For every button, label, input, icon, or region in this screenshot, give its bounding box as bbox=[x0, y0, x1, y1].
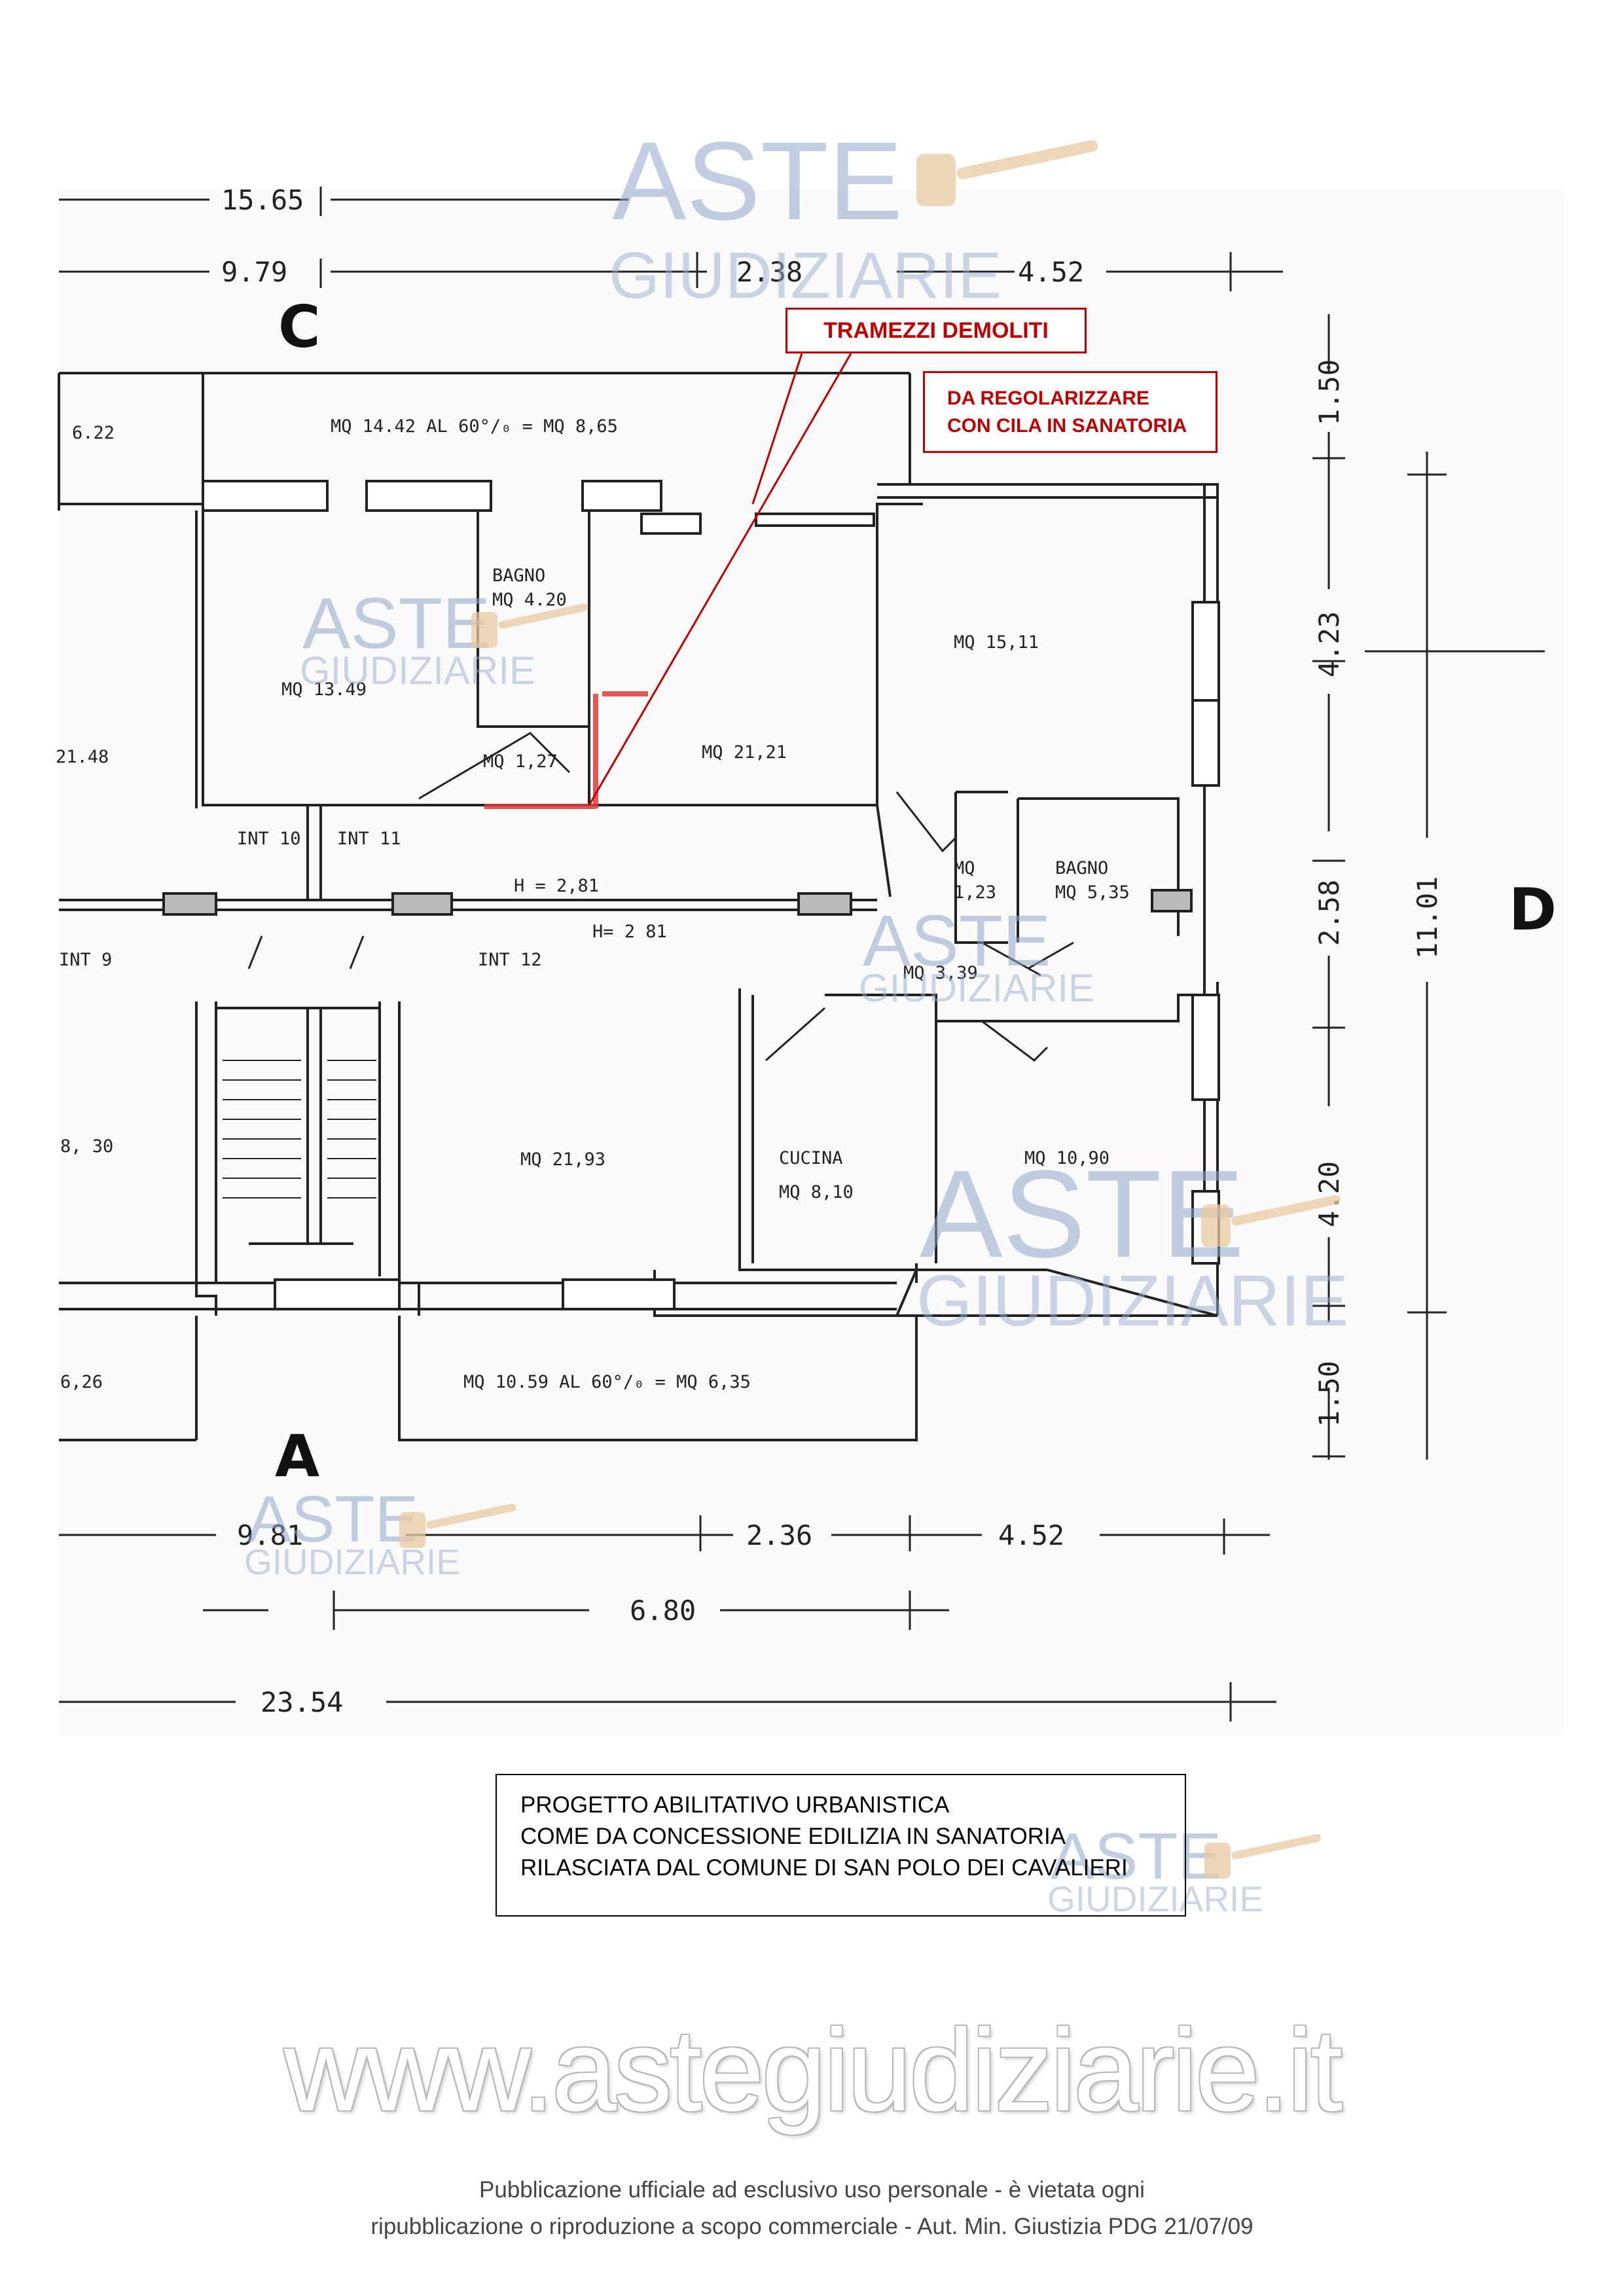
watermark-aste: ASTE bbox=[302, 583, 490, 664]
room-label: MQ 13.49 bbox=[281, 679, 367, 700]
room-label: 1,23 bbox=[954, 882, 996, 903]
door-swings bbox=[247, 732, 1074, 1062]
annotation-demolished-walls: TRAMEZZI DEMOLITI bbox=[785, 308, 1087, 353]
caption-line: PROGETTO ABILITATIVO URBANISTICA bbox=[520, 1792, 950, 1818]
watermark-giudiziarie: GIUDIZIARIE bbox=[244, 1541, 460, 1582]
room-label: MQ bbox=[954, 858, 975, 878]
room-label: MQ 4.20 bbox=[492, 590, 567, 610]
annotation-cila: DA REGOLARIZZARE CON CILA IN SANATORIA bbox=[923, 371, 1218, 453]
watermark-aste: ASTE bbox=[247, 1483, 418, 1556]
height-label: H = 2,81 bbox=[514, 876, 599, 896]
dim-bottom-span: 6.80 bbox=[630, 1595, 696, 1627]
side-letter-a: A bbox=[275, 1422, 319, 1490]
dim-right-total: 11.01 bbox=[1411, 876, 1443, 959]
unit-labels: INT 10 INT 11 INT 9 INT 12 H = 2,81 H= 2… bbox=[59, 829, 667, 970]
unit-label-int10: INT 10 bbox=[237, 829, 301, 849]
watermark-giudiziarie: GIUDIZIARIE bbox=[916, 1261, 1348, 1341]
dim-bottom-mid: 2.36 bbox=[746, 1519, 812, 1551]
room-label: MQ 8,10 bbox=[779, 1182, 854, 1202]
caption-line: COME DA CONCESSIONE EDILIZIA IN SANATORI… bbox=[520, 1824, 1066, 1849]
unit-label-int9: INT 9 bbox=[59, 950, 112, 970]
room-label: MQ 15,11 bbox=[954, 632, 1039, 653]
walls bbox=[58, 372, 1220, 1441]
dim-right-2: 4.23 bbox=[1313, 611, 1345, 677]
gavel-icon bbox=[399, 139, 1341, 1879]
watermark-aste: ASTE bbox=[920, 1145, 1244, 1284]
side-letter-c: C bbox=[278, 293, 321, 361]
dim-right-1: 1.50 bbox=[1313, 359, 1345, 425]
dim-bottom-total: 23.54 bbox=[261, 1686, 343, 1718]
dim-bottom-right: 4.52 bbox=[998, 1519, 1064, 1551]
caption-line: RILASCIATA DAL COMUNE DI SAN POLO DEI CA… bbox=[520, 1855, 1128, 1881]
side-letters: C A D bbox=[275, 293, 1557, 1490]
room-label: 21.48 bbox=[56, 747, 109, 767]
room-label: BAGNO bbox=[492, 566, 545, 586]
room-label: MQ 21,93 bbox=[520, 1149, 605, 1170]
room-label: 8, 30 bbox=[60, 1136, 113, 1157]
watermark-giudiziarie: GIUDIZIARIE bbox=[300, 649, 535, 693]
dim-bottom-left: 9.81 bbox=[237, 1519, 303, 1551]
site-watermark-url: www.astegiudiziarie.it bbox=[283, 2005, 1343, 2135]
room-label: MQ 10.59 AL 60°/₀ = MQ 6,35 bbox=[463, 1372, 751, 1392]
caption-box: PROGETTO ABILITATIVO URBANISTICA COME DA… bbox=[496, 1774, 1186, 1917]
annotation-leader-lines bbox=[588, 353, 852, 806]
dimension-lines bbox=[59, 187, 1545, 1721]
dim-right-3: 2.58 bbox=[1313, 880, 1345, 946]
room-label: 6.22 bbox=[72, 423, 115, 443]
room-label: MQ 3,39 bbox=[903, 963, 978, 983]
disclaimer-line: Pubblicazione ufficiale ad esclusivo uso… bbox=[479, 2177, 1145, 2203]
dim-right-5: 1.50 bbox=[1313, 1361, 1345, 1427]
dim-top-total: 15.65 bbox=[221, 184, 304, 216]
dim-top-left: 9.79 bbox=[221, 256, 287, 288]
watermark-giudiziarie: GIUDIZIARIE bbox=[609, 239, 1001, 312]
dim-top-right: 4.52 bbox=[1018, 256, 1084, 288]
footer-disclaimer: Pubblicazione ufficiale ad esclusivo uso… bbox=[0, 2172, 1624, 2245]
room-label: MQ 1,27 bbox=[483, 751, 558, 772]
annotation-text: DA REGOLARIZZARE bbox=[947, 388, 1149, 409]
watermark-aste: ASTE bbox=[612, 119, 903, 243]
annotation-text: CON CILA IN SANATORIA bbox=[947, 415, 1187, 437]
unit-label-int12: INT 12 bbox=[478, 950, 542, 970]
room-label: 6,26 bbox=[60, 1372, 103, 1392]
unit-label-int11: INT 11 bbox=[337, 829, 401, 849]
watermark-aste: ASTE bbox=[1051, 1820, 1221, 1893]
room-label: MQ 21,21 bbox=[702, 742, 787, 763]
watermark-aste: ASTE bbox=[863, 901, 1051, 981]
room-labels: MQ 14.42 AL 60°/₀ = MQ 8,65 BAGNO MQ 4.2… bbox=[56, 416, 1130, 1392]
room-label: CUCINA bbox=[779, 1148, 843, 1168]
watermarks: ASTE GIUDIZIARIE ASTE GIUDIZIARIE ASTE G… bbox=[244, 119, 1348, 1919]
stair-treads bbox=[223, 1060, 376, 1199]
height-label: H= 2 81 bbox=[592, 922, 667, 942]
annotation-text: TRAMEZZI DEMOLITI bbox=[823, 317, 1049, 343]
room-label: MQ 5,35 bbox=[1055, 882, 1130, 903]
room-label: BAGNO bbox=[1055, 858, 1108, 878]
side-letter-d: D bbox=[1509, 876, 1557, 943]
room-label: MQ 14.42 AL 60°/₀ = MQ 8,65 bbox=[331, 416, 618, 437]
dim-right-4: 4.20 bbox=[1313, 1161, 1345, 1227]
plan-sheet bbox=[59, 190, 1564, 1735]
dim-top-mid: 2.38 bbox=[736, 256, 803, 288]
room-label: MQ 10,90 bbox=[1024, 1148, 1110, 1168]
watermark-giudiziarie: GIUDIZIARIE bbox=[1047, 1879, 1263, 1919]
demolished-partitions bbox=[484, 691, 648, 809]
disclaimer-line: ripubblicazione o riproduzione a scopo c… bbox=[370, 2214, 1254, 2239]
watermark-giudiziarie: GIUDIZIARIE bbox=[859, 966, 1094, 1010]
dimension-labels: 15.65 9.79 2.38 4.52 9.81 2.36 4.52 6.80… bbox=[221, 184, 1443, 1718]
